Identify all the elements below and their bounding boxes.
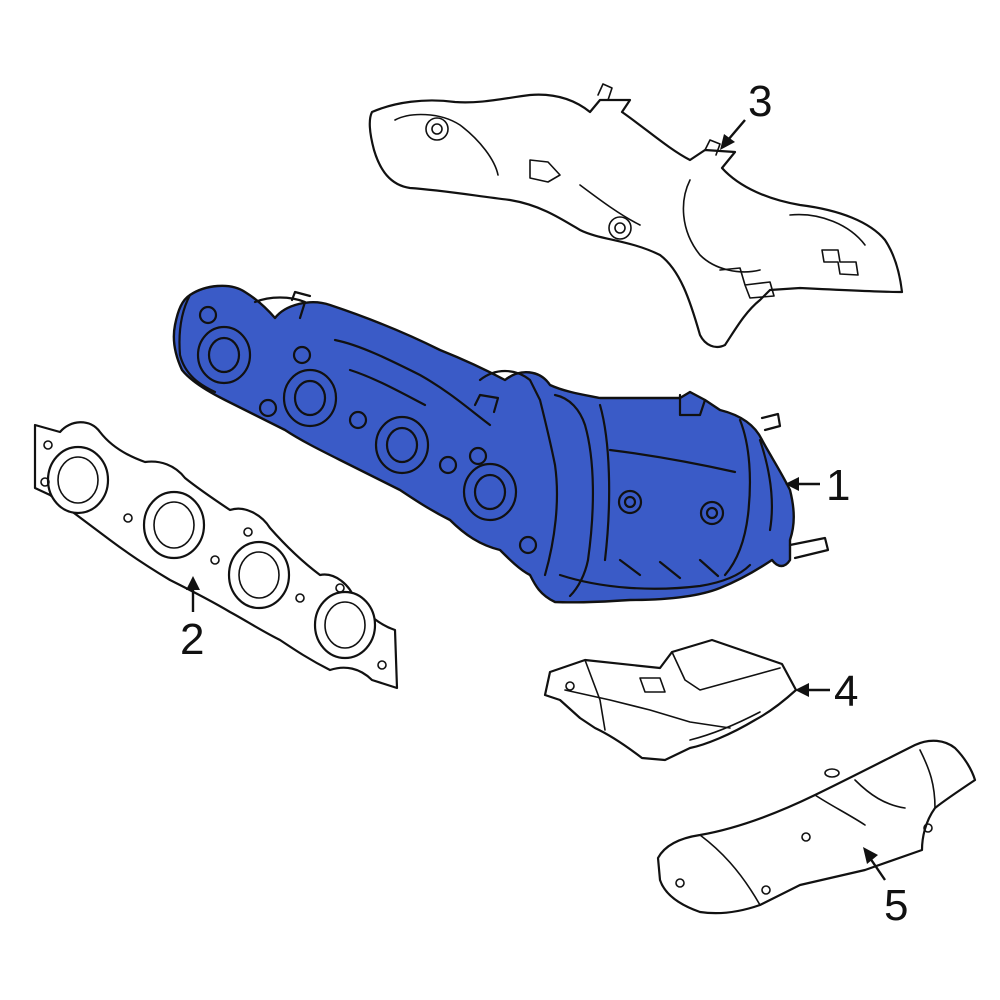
callout-arrow-2: [186, 576, 200, 612]
exhaust-manifold[interactable]: [172, 284, 830, 604]
bracket-shield[interactable]: [656, 739, 977, 915]
callout-label-1: 1: [826, 461, 850, 510]
callout-label-2: 2: [180, 615, 204, 664]
callout-label-5: 5: [884, 881, 908, 930]
lower-heat-shield[interactable]: [543, 638, 798, 762]
callout-arrow-1: [785, 477, 820, 491]
upper-heat-shield[interactable]: [368, 83, 904, 349]
callout-arrow-4: [795, 683, 830, 697]
callout-label-4: 4: [834, 667, 858, 716]
manifold-gasket[interactable]: [33, 421, 399, 690]
callout-label-3: 3: [748, 77, 772, 126]
callout-arrow-5: [863, 847, 886, 881]
callout-arrow-3: [720, 119, 746, 150]
